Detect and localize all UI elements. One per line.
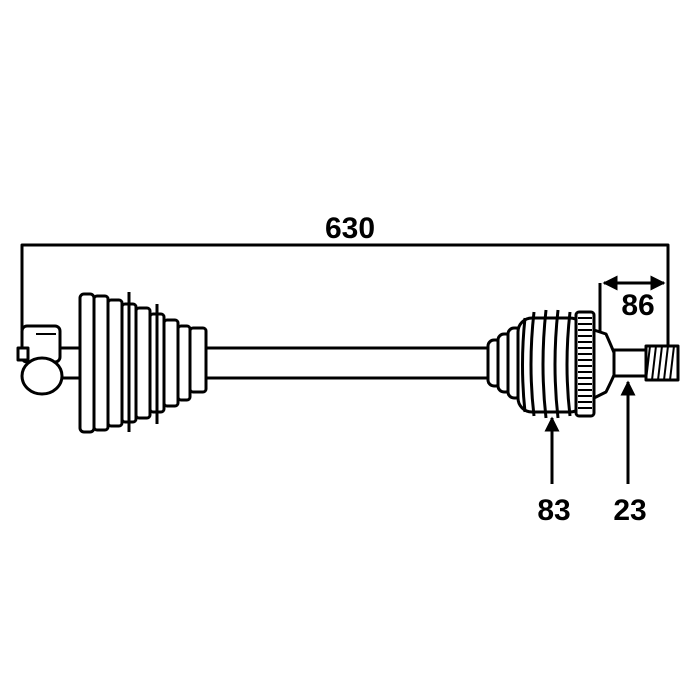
spline-hatch	[645, 345, 675, 381]
spline-teeth-label: 23	[613, 494, 646, 527]
abs-tone-ring-teeth	[578, 317, 592, 409]
inner-cv-boot	[78, 292, 208, 434]
spline-groove	[669, 345, 675, 381]
spline-groove	[657, 345, 663, 381]
spline-groove	[651, 345, 657, 381]
abs-teeth-label: 83	[537, 494, 570, 527]
outer-cv-boot	[516, 309, 586, 419]
spline-groove	[645, 345, 651, 381]
spline-length-label: 86	[621, 289, 654, 322]
spline-groove	[663, 345, 669, 381]
overall-length-dimension	[20, 243, 670, 348]
main-shaft	[204, 346, 492, 380]
inner-joint-flange	[16, 324, 84, 396]
abs-tone-ring	[574, 310, 596, 418]
overall-length-label: 630	[325, 212, 375, 245]
